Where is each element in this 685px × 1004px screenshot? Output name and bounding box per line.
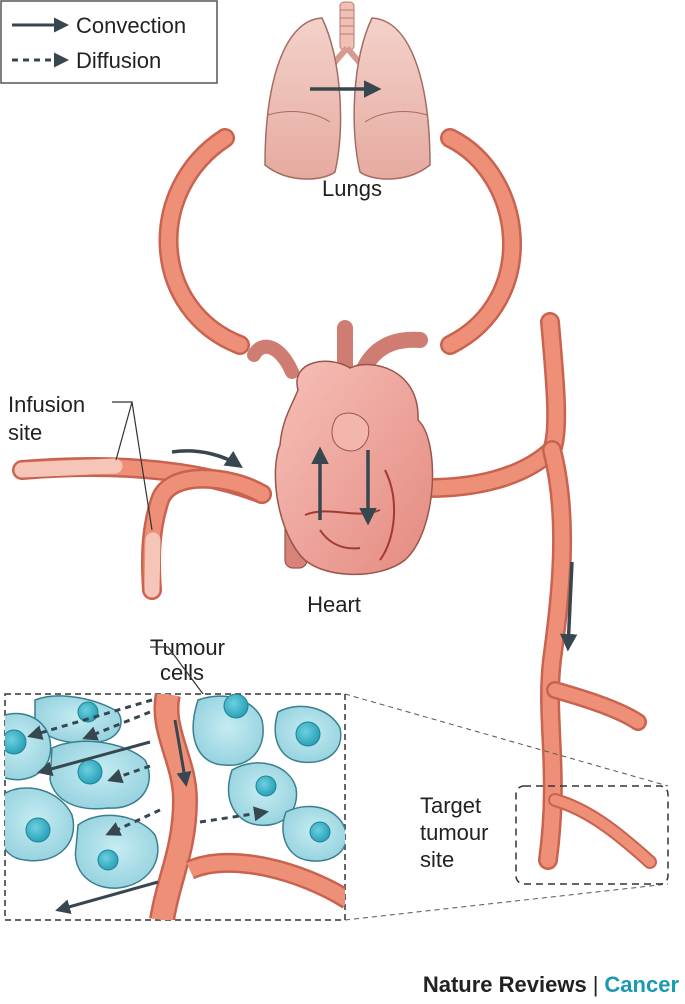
tumour-inset bbox=[4, 693, 346, 921]
target-label-line2: tumour bbox=[420, 820, 488, 845]
lungs-label: Lungs bbox=[322, 176, 382, 201]
infusion-label-line1: Infusion bbox=[8, 392, 85, 417]
footer-credit: Nature Reviews|Cancer bbox=[423, 972, 679, 998]
infusion-flow-arrow bbox=[171, 449, 243, 468]
footer-journal: Cancer bbox=[604, 972, 679, 997]
target-label-line3: site bbox=[420, 847, 454, 872]
tumour-pointer-line bbox=[150, 646, 213, 707]
legend-convection-label: Convection bbox=[76, 13, 186, 38]
footer-separator: | bbox=[592, 972, 599, 997]
infusion-pointer-lines bbox=[112, 401, 153, 531]
legend-box bbox=[0, 0, 218, 84]
target-label-line1: Target bbox=[420, 793, 481, 818]
diffusion-arrow bbox=[107, 764, 151, 784]
tumour-cell bbox=[74, 814, 159, 889]
legend-diffusion-label: Diffusion bbox=[76, 48, 161, 73]
heart-label: Heart bbox=[307, 592, 361, 617]
legend: Convection Diffusion bbox=[0, 0, 218, 84]
target-site-box bbox=[515, 785, 669, 885]
infusion-label-line2: site bbox=[8, 420, 42, 445]
aorta-flow-arrow bbox=[559, 561, 578, 652]
convection-arrow bbox=[55, 880, 159, 914]
diffusion-arrow bbox=[105, 808, 161, 836]
systemic-vessels bbox=[12, 312, 657, 870]
tumour-cells-label-line2: cells bbox=[160, 660, 204, 685]
convection-arrow bbox=[37, 740, 151, 777]
zoom-line-top bbox=[344, 693, 669, 787]
diffusion-arrow bbox=[199, 806, 269, 824]
lungs-icon bbox=[264, 1, 431, 180]
zoom-line-bottom bbox=[344, 883, 669, 921]
pulmonary-vessels bbox=[158, 128, 522, 355]
diffusion-arrow bbox=[82, 710, 151, 741]
footer-brand: Nature Reviews bbox=[422, 972, 587, 997]
heart-icon bbox=[247, 320, 434, 576]
capillary-flow-arrow bbox=[173, 719, 192, 787]
